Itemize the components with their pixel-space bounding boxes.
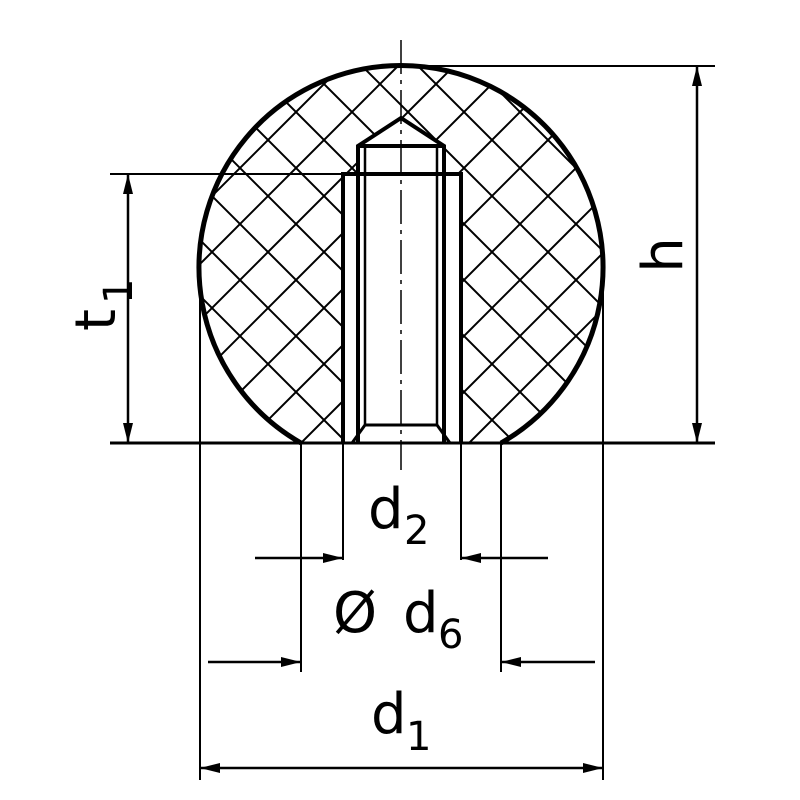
d6-label: Ø d 6 bbox=[333, 581, 463, 658]
hatch-line bbox=[239, 65, 603, 443]
hatch-line bbox=[447, 65, 603, 443]
hatch-line bbox=[407, 65, 603, 443]
chamfer-right bbox=[435, 424, 452, 444]
hatch-line bbox=[744, 0, 800, 800]
svg-text:d: d bbox=[368, 477, 404, 542]
hatch-line bbox=[351, 65, 603, 443]
hatch-line bbox=[0, 0, 184, 800]
hatch-line bbox=[198, 65, 603, 443]
hatch-line bbox=[198, 65, 603, 443]
hatch-line bbox=[295, 65, 603, 443]
hatch-line bbox=[198, 65, 603, 443]
hatch-line bbox=[575, 65, 603, 443]
hatch-line bbox=[198, 65, 593, 443]
hatch-line bbox=[559, 65, 603, 443]
hatch-line bbox=[198, 65, 369, 443]
hatch-line bbox=[198, 65, 465, 443]
bore-clear-area bbox=[343, 174, 461, 444]
hatch-line bbox=[688, 0, 800, 800]
svg-text:1: 1 bbox=[96, 279, 142, 304]
d2-label: d 2 bbox=[368, 477, 429, 554]
svg-text:d: d bbox=[371, 682, 407, 747]
svg-text:d: d bbox=[403, 581, 439, 646]
hatch-line bbox=[198, 65, 577, 443]
bore-outline bbox=[341, 172, 463, 443]
hatch-line bbox=[198, 65, 603, 443]
hatch-line bbox=[198, 65, 241, 443]
hatch-line bbox=[0, 0, 16, 800]
svg-text:6: 6 bbox=[438, 612, 463, 658]
t1-label: t 1 bbox=[64, 279, 142, 331]
hatch-line bbox=[519, 65, 603, 443]
svg-text:1: 1 bbox=[406, 714, 431, 760]
svg-text:2: 2 bbox=[404, 508, 429, 554]
hatch-line bbox=[503, 65, 603, 443]
chamfer-left bbox=[350, 424, 367, 444]
svg-text:t: t bbox=[64, 309, 129, 331]
hatch-line bbox=[0, 0, 72, 800]
hatch-line bbox=[198, 65, 353, 443]
hatch-line bbox=[198, 65, 201, 443]
hatch-line bbox=[0, 0, 128, 800]
svg-text:Ø: Ø bbox=[333, 581, 377, 646]
h-label: h bbox=[631, 237, 696, 273]
hatch-line bbox=[632, 0, 800, 800]
hatch-line bbox=[463, 65, 603, 443]
hatch-line bbox=[198, 65, 409, 443]
d1-label: d 1 bbox=[371, 682, 431, 760]
